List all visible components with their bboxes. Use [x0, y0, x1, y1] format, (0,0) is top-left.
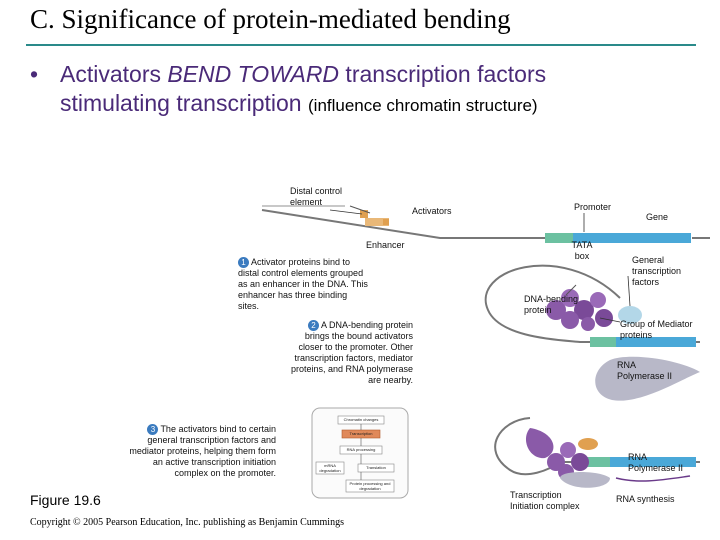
activator-shape	[360, 210, 368, 218]
dna-loop-bottom	[494, 417, 700, 488]
label-rna-pol-ii-2: RNA Polymerase II	[628, 452, 684, 473]
flow-protein-processing: Protein processing and degradation	[349, 481, 391, 491]
step-2-text: A DNA-bending protein brings the bound a…	[290, 320, 413, 385]
bullet-text-c: transcription factors	[339, 61, 547, 87]
flow-mrna-degradation: mRNA degradation	[319, 463, 341, 473]
bullet-text-a: Activators	[60, 61, 168, 87]
gene-region-2	[616, 337, 696, 347]
label-mediator: Group of Mediator proteins	[620, 319, 693, 340]
figure-caption: Figure 19.6	[30, 492, 101, 508]
general-tf-shape	[618, 306, 642, 324]
flow-chromatin: Chromatin changes	[343, 417, 379, 422]
bullet-text-d: stimulating transcription	[60, 90, 308, 116]
bending-protein-shape	[525, 428, 554, 459]
flow-translation: Translation	[366, 465, 386, 470]
label-distal-control: Distal control element	[290, 186, 343, 207]
label-tata-box: TATA box	[571, 240, 593, 261]
gene-region	[573, 233, 691, 243]
label-enhancer: Enhancer	[366, 240, 405, 250]
enhancer-region	[365, 218, 389, 226]
bullet-parenthetical: (influence chromatin structure)	[308, 96, 538, 115]
label-activators: Activators	[412, 206, 452, 216]
step-3-text: The activators bind to certain general t…	[129, 424, 276, 478]
label-rna-pol-ii: RNA Polymerase II	[617, 360, 673, 381]
rna-strand	[615, 475, 691, 482]
promoter-region-3	[586, 457, 610, 467]
promoter-region-2	[590, 337, 616, 347]
rna-polymerase-shape	[595, 356, 700, 401]
gene-region-3	[610, 457, 696, 467]
label-dna-bending: DNA-bending protein	[524, 294, 579, 315]
label-gene: Gene	[646, 212, 669, 222]
bullet-emphasis: BEND TOWARD	[167, 61, 340, 87]
activator-shape	[383, 219, 389, 225]
flow-rna-processing: RNA processing	[346, 447, 376, 452]
dna-strand-top	[261, 205, 710, 243]
initiation-complex	[547, 438, 610, 488]
step-1-text: Activator proteins bind to distal contro…	[238, 257, 368, 311]
copyright-notice: Copyright © 2005 Pearson Education, Inc.…	[30, 517, 344, 528]
bullet-line-2: stimulating transcription (influence chr…	[60, 89, 538, 120]
label-general-tfs: General transcription factors	[632, 255, 682, 287]
step-3-badge: 3	[147, 424, 159, 435]
leader-lines	[329, 209, 631, 323]
title-divider	[26, 44, 696, 46]
mediator-proteins	[546, 289, 613, 331]
promoter-region	[545, 233, 573, 243]
expression-flowchart	[311, 407, 409, 499]
dna-loop-middle	[484, 264, 700, 401]
label-initiation-complex: Transcription Initiation complex	[510, 490, 580, 511]
label-rna-synthesis: RNA synthesis	[616, 494, 675, 504]
bullet-line-1: Activators BEND TOWARD transcription fac…	[60, 60, 546, 89]
bullet-dot: •	[30, 61, 39, 87]
label-promoter: Promoter	[574, 202, 612, 212]
slide-title: C. Significance of protein-mediated bend…	[30, 4, 511, 34]
step-1-badge: 1	[238, 257, 249, 268]
flow-transcription: Transcription	[349, 431, 373, 436]
step-2-badge: 2	[307, 320, 319, 331]
